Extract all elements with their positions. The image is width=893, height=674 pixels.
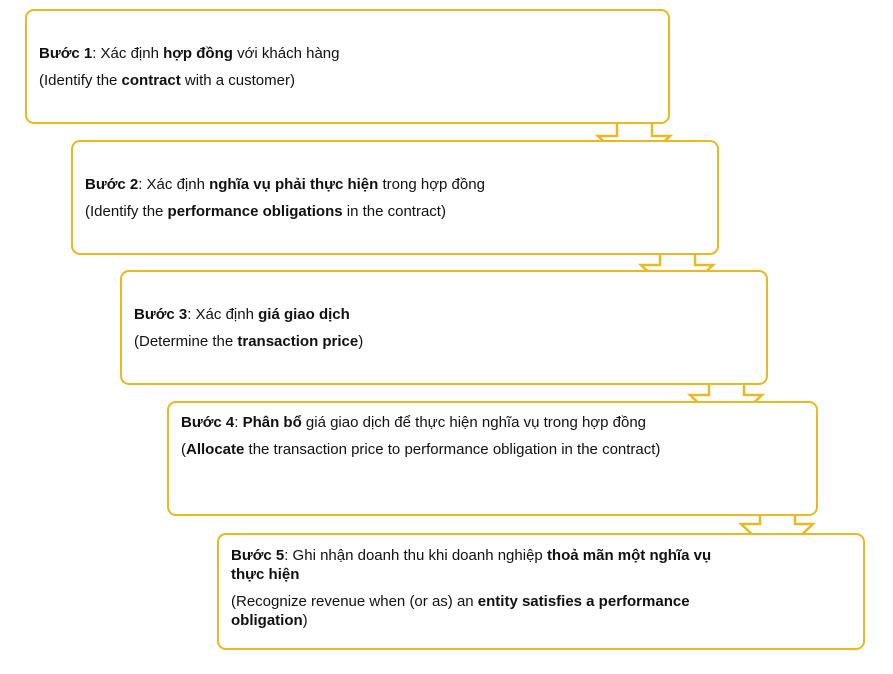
bold-text-run: Bước 2	[85, 176, 139, 193]
step-4-english-text: (Allocate the transaction price to perfo…	[181, 440, 696, 459]
text-run: (Identify the	[39, 72, 122, 89]
text-run: giá giao dịch để thực hiện nghĩa vụ tron…	[301, 414, 647, 431]
bold-text-run: contract	[121, 72, 181, 89]
step-4-box: Bước 4: Phân bổ giá giao dịch để thực hi…	[167, 401, 818, 516]
text-run: (Determine the	[134, 333, 238, 350]
bold-text-run: giá giao dịch	[258, 306, 350, 323]
bold-text-run: performance obligations	[167, 203, 343, 220]
bold-text-run: Bước 4	[181, 414, 235, 431]
step-2-vietnamese-text: Bước 2: Xác định nghĩa vụ phải thực hiện…	[85, 175, 705, 194]
bold-text-run: transaction price	[237, 333, 359, 350]
bold-text-run: entity satisfies a performance obligatio…	[231, 593, 690, 629]
text-run: : Xác định	[187, 306, 259, 323]
bold-text-run: Bước 5	[231, 547, 285, 564]
step-5-box: Bước 5: Ghi nhận doanh thu khi doanh ngh…	[217, 533, 865, 650]
step-3-vietnamese-text: Bước 3: Xác định giá giao dịch	[134, 305, 754, 324]
text-run: )	[302, 612, 308, 629]
step-1-english-text: (Identify the contract with a customer)	[39, 71, 656, 90]
text-run: trong hợp đồng	[378, 176, 485, 193]
text-run: (	[181, 441, 186, 458]
bold-text-run: Allocate	[186, 441, 245, 458]
bold-text-run: nghĩa vụ phải thực hiện	[209, 176, 379, 193]
step-3-english-text: (Determine the transaction price)	[134, 332, 754, 351]
step-5-english-text: (Recognize revenue when (or as) an entit…	[231, 592, 743, 630]
bold-text-run: Phân bổ	[242, 414, 302, 431]
text-run: )	[358, 333, 364, 350]
step-3-box: Bước 3: Xác định giá giao dịch (Determin…	[120, 270, 768, 385]
text-run: : Xác định	[92, 45, 164, 62]
text-run: in the contract)	[342, 203, 446, 220]
text-run: (Identify the	[85, 203, 168, 220]
bold-text-run: Bước 1	[39, 45, 93, 62]
bold-text-run: hợp đồng	[163, 45, 233, 62]
text-run: with a customer)	[180, 72, 295, 89]
step-4-vietnamese-text: Bước 4: Phân bổ giá giao dịch để thực hi…	[181, 413, 696, 432]
text-run: :	[234, 414, 243, 431]
step-1-box: Bước 1: Xác định hợp đồng với khách hàng…	[25, 9, 670, 124]
text-run: the transaction price to performance obl…	[244, 441, 661, 458]
bold-text-run: thoả mãn một nghĩa vụ thực hiện	[231, 547, 712, 583]
text-run: (Recognize revenue when (or as) an	[231, 593, 478, 610]
step-1-vietnamese-text: Bước 1: Xác định hợp đồng với khách hàng	[39, 44, 656, 63]
step-2-english-text: (Identify the performance obligations in…	[85, 202, 705, 221]
bold-text-run: Bước 3	[134, 306, 188, 323]
step-2-box: Bước 2: Xác định nghĩa vụ phải thực hiện…	[71, 140, 719, 255]
text-run: : Ghi nhận doanh thu khi doanh nghiệp	[284, 547, 547, 564]
step-5-vietnamese-text: Bước 5: Ghi nhận doanh thu khi doanh ngh…	[231, 546, 743, 584]
text-run: : Xác định	[138, 176, 210, 193]
text-run: với khách hàng	[232, 45, 340, 62]
